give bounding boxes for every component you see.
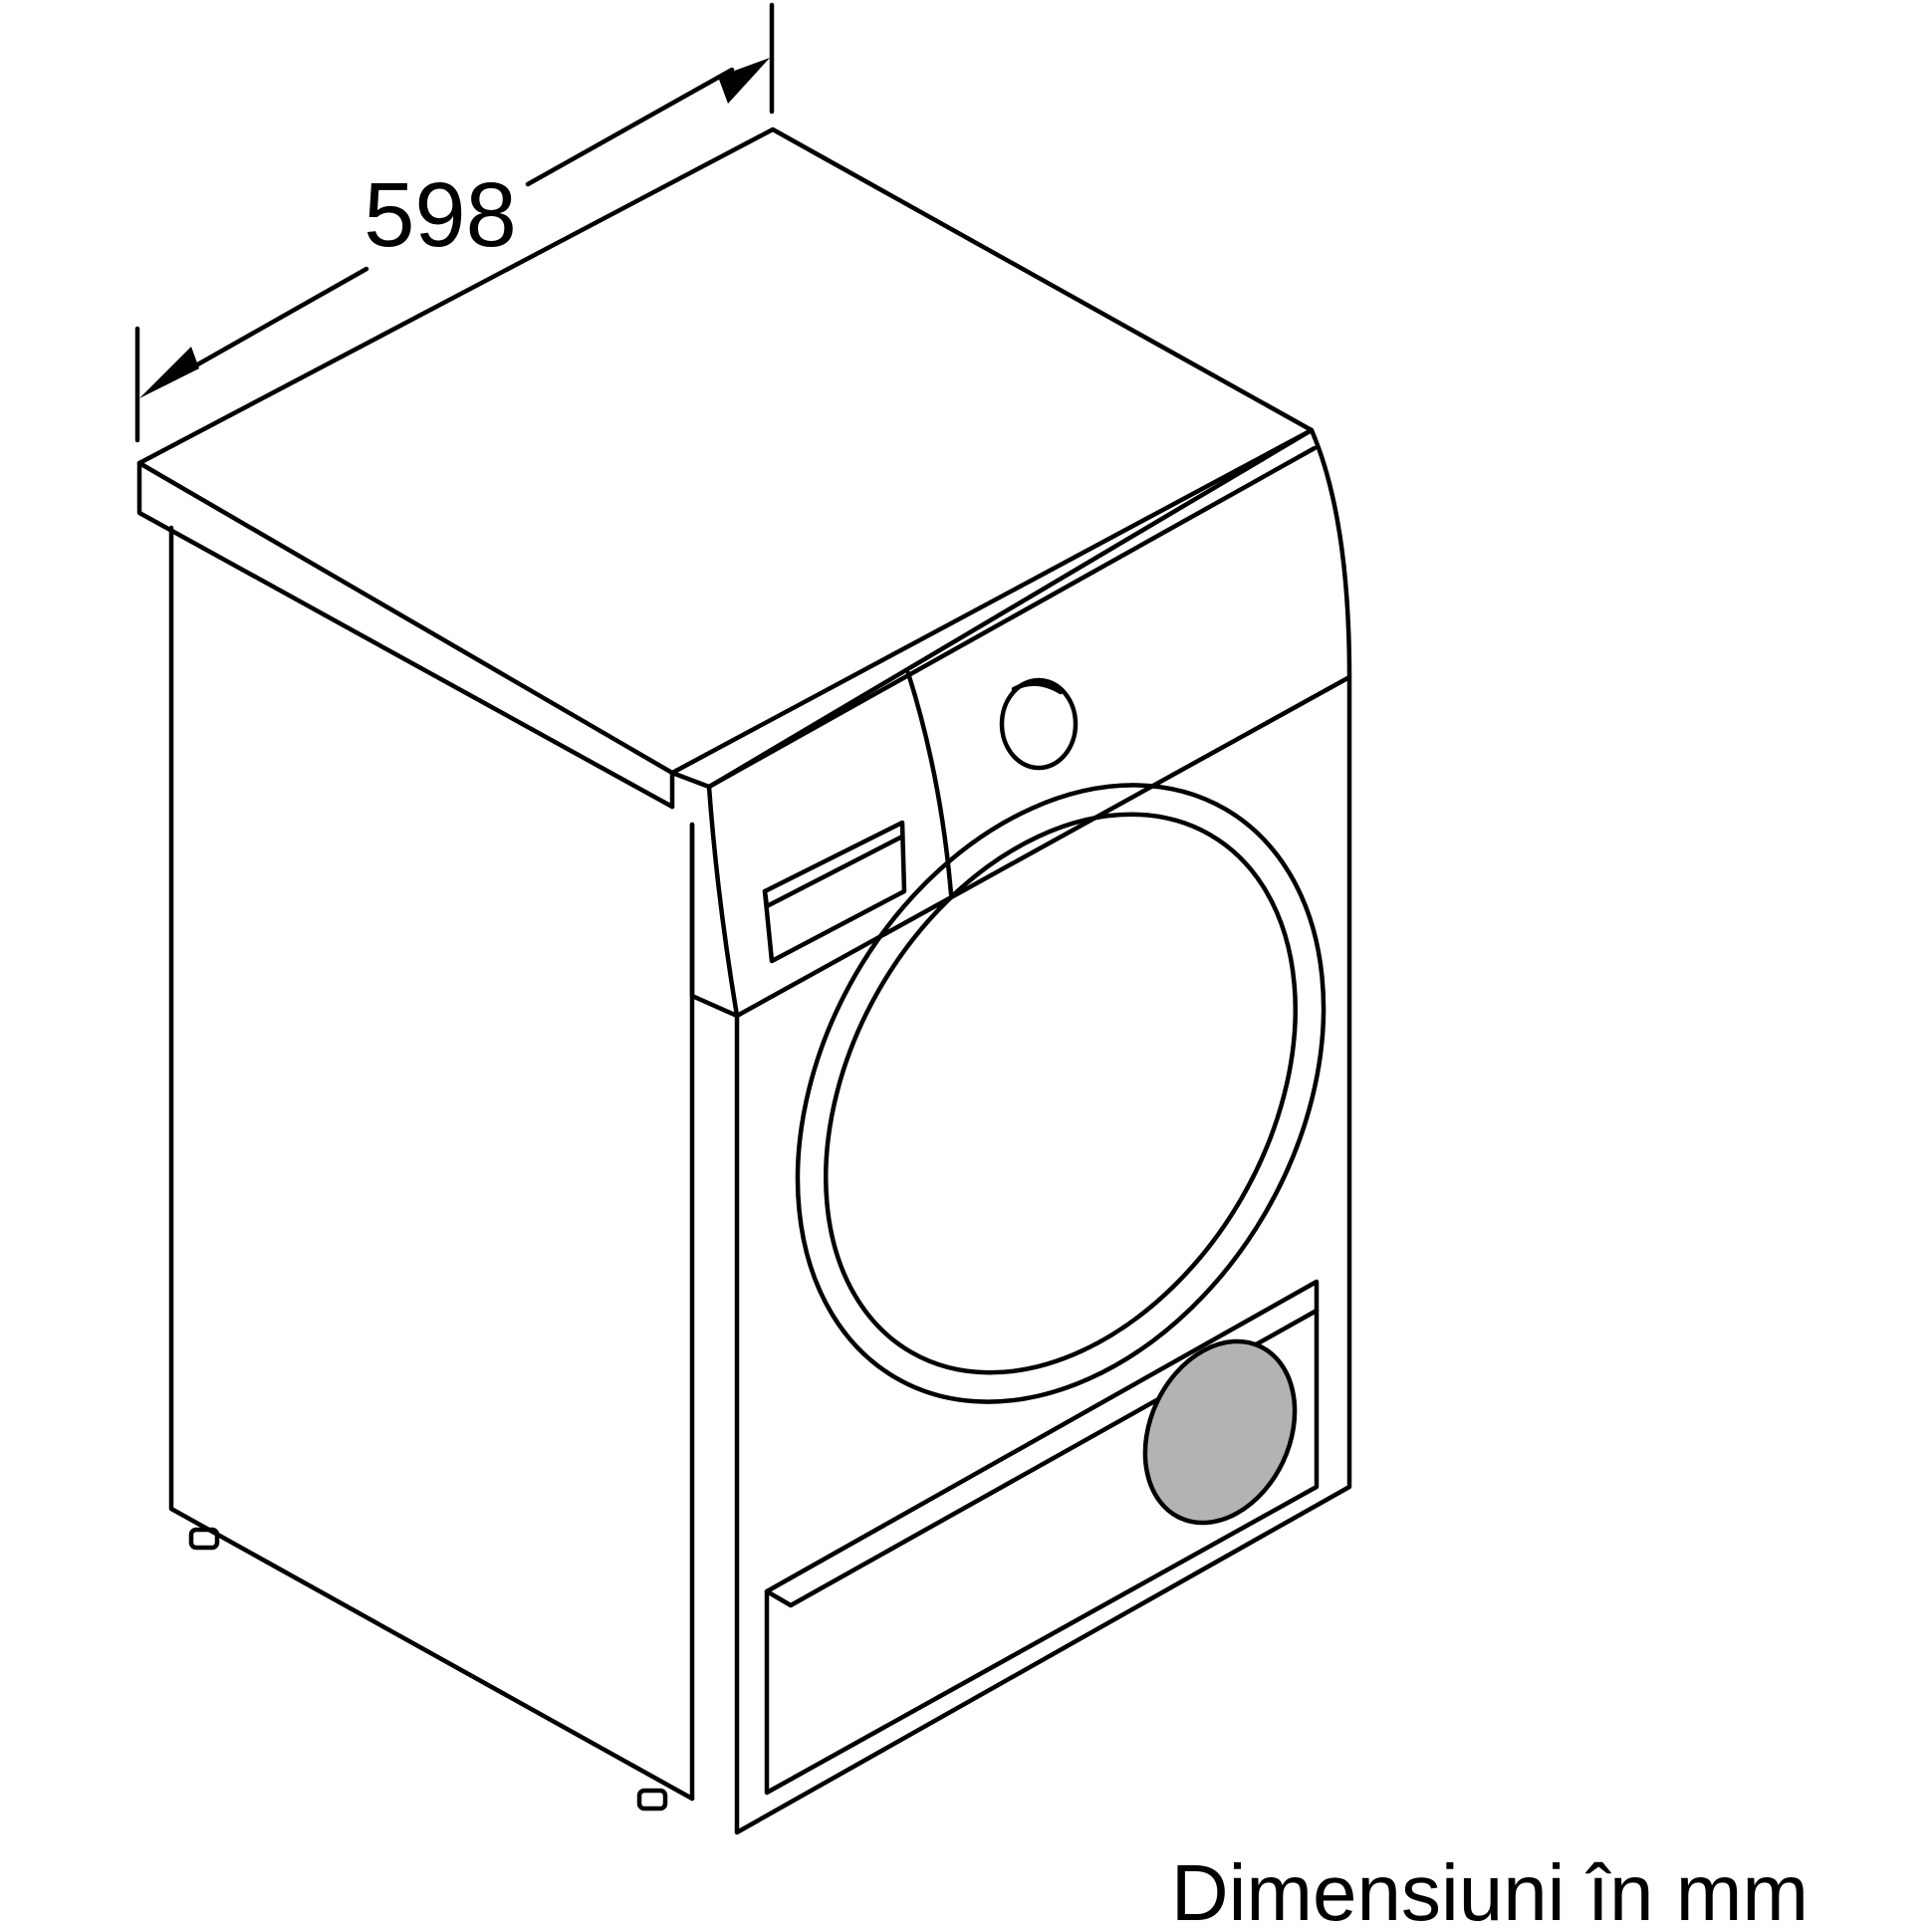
program-knob: [999, 677, 1079, 771]
dimension-line-right: [525, 67, 735, 187]
plinth-panel-bevel: [764, 1308, 1320, 1608]
front-panel-outline: [734, 674, 1352, 1835]
control-panel-divider: [905, 670, 954, 897]
top-front-edge: [136, 460, 675, 810]
foot-left: [188, 1527, 220, 1551]
width-dimension-label: 598: [363, 164, 517, 266]
left-side-panel: [168, 525, 695, 1802]
dryer-body: [136, 126, 1352, 1835]
control-panel-fascia: [706, 427, 1352, 1019]
dimension-line-left: [161, 266, 369, 386]
arrowhead-right: [718, 58, 770, 104]
plinth-panel: [764, 1279, 1320, 1796]
display-bezel: [762, 834, 905, 909]
units-caption: Dimensiuni în mm: [1171, 1848, 1809, 1932]
condenser-vent: [1142, 1338, 1298, 1526]
program-knob-rim: [1011, 681, 1064, 695]
width-dimension: 598: [134, 2, 775, 443]
foot-right: [636, 1788, 668, 1811]
door-outer-ring: [795, 783, 1327, 1404]
fascia-left-edge: [689, 822, 740, 1019]
door-inner-ring: [824, 812, 1298, 1375]
display-window: [762, 820, 907, 964]
top-surface: [136, 126, 1315, 776]
arrowhead-left: [139, 347, 199, 398]
